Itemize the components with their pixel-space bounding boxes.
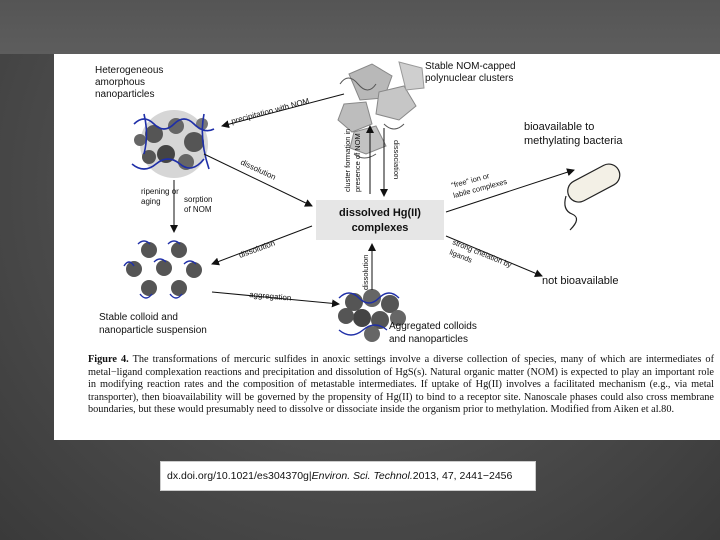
arrow-precipitation <box>221 93 345 129</box>
citation-separator: | <box>308 470 312 482</box>
label-sorption-1: sorption <box>184 195 212 204</box>
arrow-label-dissociation: dissociation <box>392 140 401 179</box>
arrow-free-ion <box>445 168 575 213</box>
label-stable-colloid-1: Stable colloid and <box>99 312 178 323</box>
label-bioavailable-2: methylating bacteria <box>524 135 623 147</box>
label-heterogeneous-1: Heterogeneous <box>95 65 163 76</box>
nom-capped-clusters-graphic <box>337 61 425 159</box>
hg-transformation-diagram: Heterogeneous amorphous nanoparticles St… <box>95 61 623 345</box>
center-box-line-2: complexes <box>352 222 409 234</box>
label-heterogeneous-3: nanoparticles <box>95 89 154 100</box>
label-stable-nom-2: polynuclear clusters <box>425 73 513 84</box>
slide-top-band <box>0 0 720 54</box>
citation-details: 2013, 47, 2441−2456 <box>412 470 513 482</box>
figure-label: Figure 4. <box>88 354 129 365</box>
citation-journal: Environ. Sci. Technol. <box>311 470 413 482</box>
label-aggregated-1: Aggregated colloids <box>389 321 477 332</box>
label-heterogeneous-2: amorphous <box>95 77 145 88</box>
arrow-label-dissolution-bottom: dissolution <box>361 255 370 290</box>
label-ripening-2: aging <box>141 197 161 206</box>
aggregated-colloids-graphic <box>338 289 406 342</box>
arrow-label-dissolution-mid: dissolution <box>238 238 277 259</box>
caption-body: The transformations of mercuric sulfides… <box>88 354 714 416</box>
arrow-label-dissolution-top: dissolution <box>239 158 277 182</box>
arrow-label-precipitation: precipitation with NOM <box>230 96 310 126</box>
amorphous-nanoparticles-graphic <box>131 110 215 178</box>
arrow-dissolution-mid <box>211 225 313 266</box>
label-stable-nom-1: Stable NOM-capped <box>425 61 516 72</box>
arrow-label-aggregation: aggregation <box>249 290 292 303</box>
arrow-dissolution-top <box>203 153 313 207</box>
label-bioavailable-1: bioavailable to <box>524 121 594 133</box>
arrow-label-cluster-1: cluster formation in <box>343 129 352 192</box>
citation-doi[interactable]: dx.doi.org/10.1021/es304370g <box>167 470 309 482</box>
label-aggregated-2: and nanoparticles <box>389 334 468 345</box>
citation-box: dx.doi.org/10.1021/es304370g | Environ. … <box>160 461 536 491</box>
arrow-label-cluster-2: presence of NOM <box>353 133 362 192</box>
label-ripening-1: ripening or <box>141 187 179 196</box>
figure-caption: Figure 4. The transformations of mercuri… <box>88 354 714 417</box>
slide-content-panel: Heterogeneous amorphous nanoparticles St… <box>54 54 720 440</box>
stable-colloid-graphic <box>123 240 202 299</box>
dissolved-hg-box <box>316 200 444 240</box>
arrow-aggregation <box>211 291 340 308</box>
center-box-line-1: dissolved Hg(II) <box>339 207 421 219</box>
label-stable-colloid-2: nanoparticle suspension <box>99 325 207 336</box>
arrow-strong-chelation <box>445 235 543 277</box>
label-sorption-2: of NOM <box>184 205 212 214</box>
label-not-bioavailable: not bioavailable <box>542 275 618 287</box>
bacterium-icon <box>564 163 621 231</box>
